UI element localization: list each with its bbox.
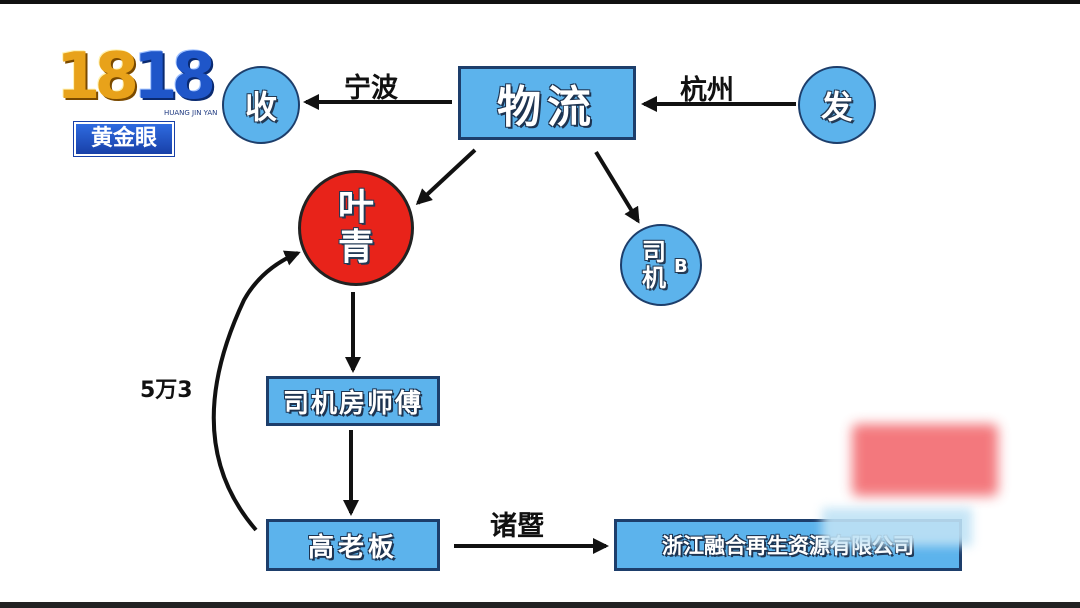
- blurred-overlay: [822, 508, 972, 546]
- logo-number: 1818: [56, 40, 216, 114]
- top-border: [0, 0, 1080, 4]
- label-ningbo: 宁波: [344, 73, 398, 104]
- yeqing-char-2: 青: [337, 227, 374, 268]
- label-zhuji: 诸暨: [490, 511, 544, 542]
- label-hangzhou: 杭州: [680, 75, 734, 106]
- arrow-wuliu-to-sijib: [594, 150, 640, 224]
- logo-badge: 黄金眼: [74, 122, 174, 156]
- node-gao-laoban: 高老板: [266, 519, 440, 571]
- sijib-suffix: B: [674, 256, 688, 277]
- node-yeqing: 叶 青: [298, 170, 414, 286]
- label-amount: 5万3: [140, 378, 193, 403]
- node-siji-fang: 司机房师傅: [266, 376, 440, 426]
- node-siji-b: 司 机 B: [620, 224, 702, 306]
- sijib-char-2: 机: [642, 264, 666, 292]
- arrow-wuliu-to-yeqing: [415, 148, 477, 206]
- blurred-watermark: [852, 424, 998, 496]
- arrow-gaolaoban-to-yeqing: [211, 250, 301, 532]
- sijib-char-1: 司: [642, 238, 666, 266]
- yeqing-char-1: 叶: [337, 187, 374, 228]
- node-wuliu: 物流: [458, 66, 636, 140]
- node-fa: 发: [798, 66, 876, 144]
- logo-subtitle: HUANG JIN YAN: [164, 109, 218, 117]
- node-shou: 收: [222, 66, 300, 144]
- program-logo: 1818 HUANG JIN YAN: [52, 40, 232, 160]
- bottom-border: [0, 602, 1080, 608]
